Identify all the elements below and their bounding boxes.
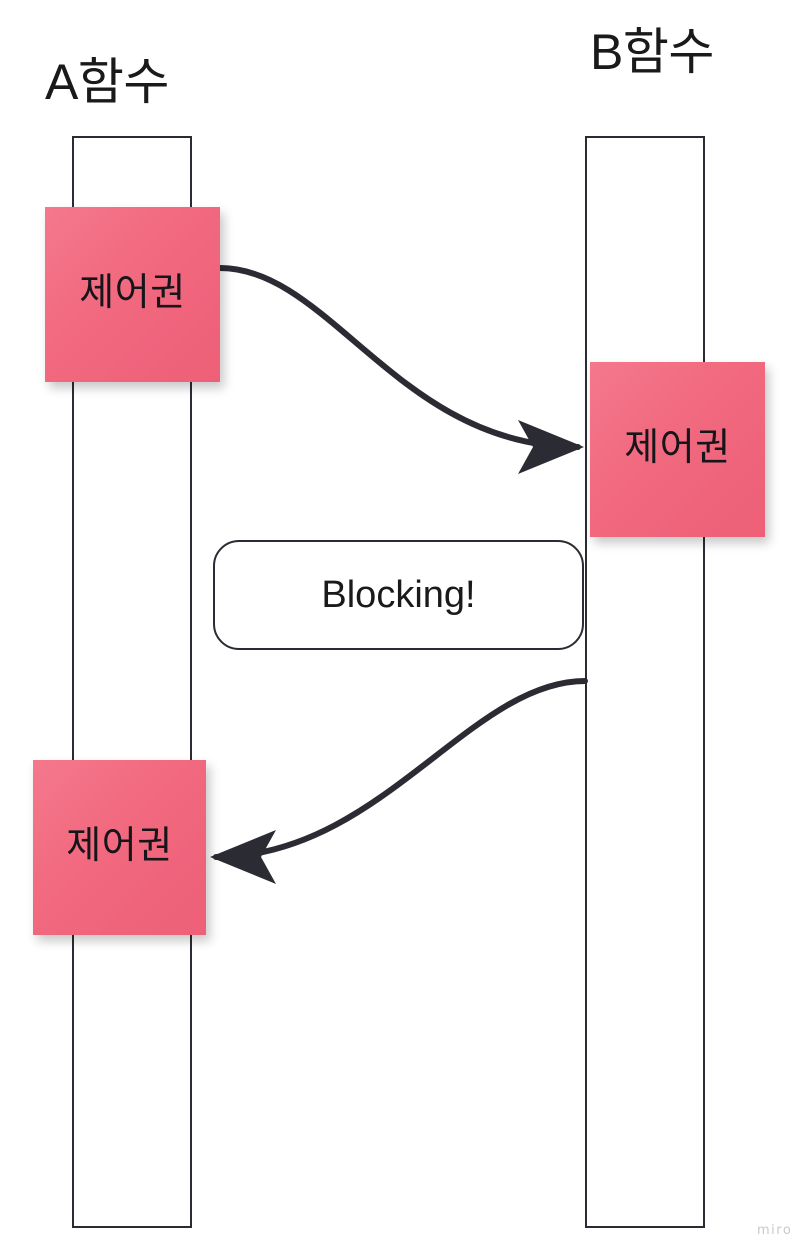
sticky-label: 제어권 <box>66 824 173 867</box>
sticky-label: 제어권 <box>624 426 731 469</box>
note-blocking[interactable]: Blocking! <box>213 540 584 650</box>
sticky-note-control-b[interactable]: 제어권 <box>590 362 765 537</box>
miro-watermark: miro <box>757 1223 793 1238</box>
sticky-note-control-a-bottom[interactable]: 제어권 <box>33 760 206 935</box>
arrow-return-a[interactable] <box>210 678 588 884</box>
lifeline-b[interactable] <box>585 136 705 1228</box>
lane-title-a: A함수 <box>45 54 169 110</box>
sticky-label: 제어권 <box>79 271 186 314</box>
sticky-note-control-a-top[interactable]: 제어권 <box>45 207 220 382</box>
note-blocking-label: Blocking! <box>321 574 476 616</box>
lane-title-b: B함수 <box>590 24 714 80</box>
arrow-call-b[interactable] <box>217 265 584 474</box>
